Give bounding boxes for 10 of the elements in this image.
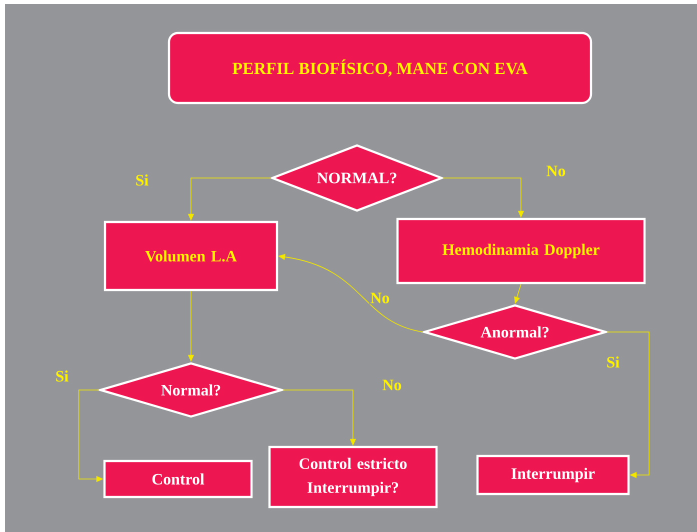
process-box: Control — [103, 460, 253, 498]
edge-label: No — [369, 292, 391, 304]
edge-label: No — [545, 164, 567, 178]
process-box: Interrumpir — [476, 454, 630, 496]
process-box: Control estricto Interrumpir? — [268, 446, 438, 508]
title-box: PERFIL BIOFÍSICO, MANE CON EVA — [168, 32, 592, 104]
process-box: Volumen L.A — [104, 220, 278, 292]
edge-label: No — [381, 378, 403, 392]
process-box: Hemodinamia Doppler — [396, 218, 646, 284]
arrow — [606, 332, 650, 478]
